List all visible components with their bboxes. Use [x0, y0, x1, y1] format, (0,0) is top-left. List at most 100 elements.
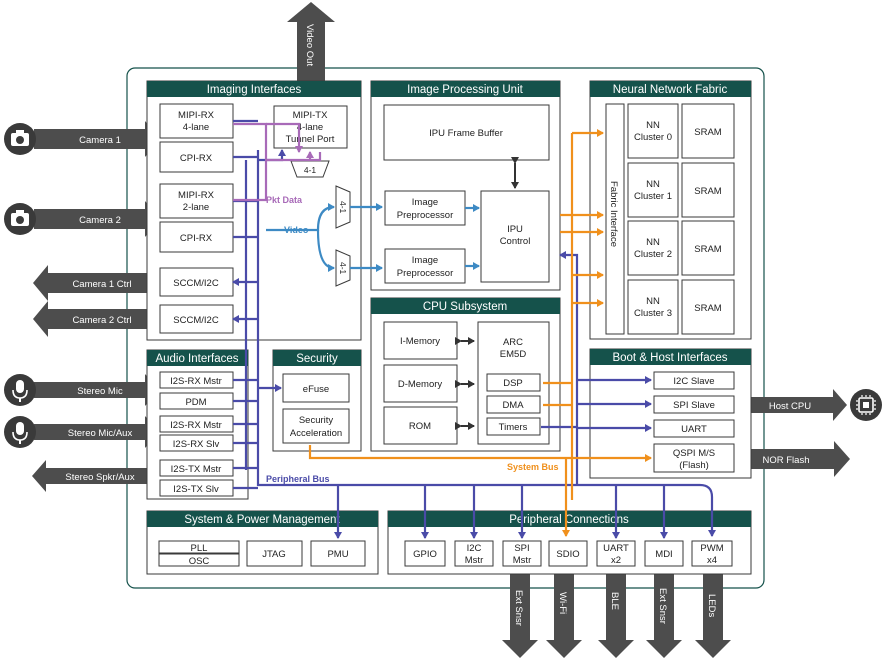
- stereo-mic-aux-arrow: Stereo Mic/Aux: [34, 416, 159, 448]
- dma-label: DMA: [502, 400, 524, 411]
- mipi-rx-4lane-line2: 4-lane: [183, 122, 209, 133]
- sdio-label: SDIO: [556, 549, 579, 560]
- sram-2-block: [681, 220, 735, 276]
- nn-cluster-1-line1: NN: [646, 179, 660, 190]
- pwm-x4-block: [691, 540, 733, 567]
- video-to-mux-a: [266, 203, 335, 232]
- ipu-control-block: [480, 190, 550, 283]
- pkt-data-path: [233, 122, 268, 202]
- sysbus-to-qspi: [308, 445, 652, 462]
- arc-em5d-line2: EM5D: [500, 349, 527, 360]
- mdi-label: MDI: [655, 549, 672, 560]
- i2c-slave-block: [653, 371, 735, 390]
- host-cpu-arrow: Host CPU: [732, 389, 847, 421]
- system-bus-label: System Bus: [507, 462, 559, 472]
- ipu-control-line2: Control: [500, 236, 531, 247]
- camera-icon: [4, 203, 36, 235]
- camera1-ctrl-label: Camera 1 Ctrl: [72, 279, 131, 290]
- ext-snsr-1-arrow: Ext Snsr: [502, 568, 538, 658]
- camera1-label: Camera 1: [79, 135, 121, 146]
- security-acceleration-line1: Security: [299, 415, 334, 426]
- i2s-rx-mstr-2-label: I2S-RX Mstr: [170, 420, 222, 431]
- cpu-chip-icon: [850, 389, 882, 421]
- wifi-label: Wi-Fi: [557, 592, 568, 614]
- sram-2-label: SRAM: [694, 244, 722, 255]
- jtag-block: [246, 540, 303, 567]
- nn-cluster-2-line1: NN: [646, 237, 660, 248]
- jtag-label: JTAG: [262, 549, 286, 560]
- audio-interfaces-title: Audio Interfaces: [155, 353, 238, 365]
- camera1-arrow: Camera 1: [34, 121, 160, 157]
- nor-flash-label: NOR Flash: [763, 455, 810, 466]
- image-preprocessor-2-block: [384, 248, 466, 284]
- stereo-spkr-aux-arrow: Stereo Spkr/Aux: [32, 460, 160, 492]
- pkt-data-to-mux: [266, 122, 303, 153]
- image-preprocessor-1-line1: Image: [412, 197, 438, 208]
- pmu-block: [310, 540, 366, 567]
- microphone-icon: [4, 374, 36, 406]
- timers-block: [486, 417, 541, 436]
- video-label: Video: [284, 225, 309, 235]
- pll-label: PLL: [191, 543, 208, 554]
- power-title: System & Power Management: [184, 514, 340, 526]
- uart-x2-line2: x2: [611, 555, 621, 566]
- i2s-tx-mstr-label: I2S-TX Mstr: [171, 464, 222, 475]
- efuse-label: eFuse: [303, 384, 329, 395]
- i-memory-label: I-Memory: [400, 336, 440, 347]
- osc-label: OSC: [189, 556, 210, 567]
- video-out-arrow: Video Out: [287, 2, 335, 106]
- ipu-frame-buffer-label: IPU Frame Buffer: [429, 128, 503, 139]
- cpu-subsystem-title: CPU Subsystem: [423, 301, 507, 313]
- sram-0-block: [681, 103, 735, 159]
- nn-cluster-3-line2: Cluster 3: [634, 308, 672, 319]
- uart-label: UART: [681, 424, 707, 435]
- microphone-icon: [4, 416, 36, 448]
- ble-label: BLE: [609, 592, 620, 610]
- cpi-rx-a-label: CPI-RX: [180, 153, 213, 164]
- gpio-block: [404, 540, 446, 567]
- sram-0-label: SRAM: [694, 127, 722, 138]
- peripheral-bus-label: Peripheral Bus: [266, 474, 330, 484]
- ext-snsr-2-arrow: Ext Snsr: [646, 568, 682, 658]
- ble-arrow: BLE: [598, 568, 634, 658]
- uart-x2-block: [596, 540, 636, 567]
- ipu-frame-buffer-block: [383, 104, 550, 161]
- mux-top-label: 4-1: [304, 165, 317, 175]
- d-memory-label: D-Memory: [398, 379, 443, 390]
- spi-slave-label: SPI Slave: [673, 400, 715, 411]
- bus-to-ipu-control: [559, 251, 579, 485]
- nn-cluster-0-block: [627, 103, 679, 159]
- ipu-control-line1: IPU: [507, 224, 523, 235]
- timers-label: Timers: [499, 422, 528, 433]
- pdm-label: PDM: [185, 397, 206, 408]
- image-preprocessor-2-line1: Image: [412, 255, 438, 266]
- wifi-arrow: Wi-Fi: [546, 568, 582, 658]
- mux-a-label: 4-1: [338, 201, 348, 214]
- sram-1-label: SRAM: [694, 186, 722, 197]
- qspi-line2: (Flash): [679, 460, 709, 471]
- mipi-rx-4lane-line1: MIPI-RX: [178, 110, 215, 121]
- video-to-mux-b: [316, 229, 335, 272]
- i2s-rx-mstr-1-label: I2S-RX Mstr: [170, 376, 222, 387]
- i2s-tx-slv-label: I2S-TX Slv: [173, 484, 219, 495]
- spi-mstr-line1: SPI: [514, 543, 529, 554]
- mux-b-label: 4-1: [338, 262, 348, 275]
- i-memory-block: [383, 321, 458, 360]
- rom-label: ROM: [409, 421, 431, 432]
- i2c-mstr-block: [454, 540, 494, 567]
- mipi-tx-line3: Tunnel Port: [286, 134, 335, 145]
- mux-b: [335, 249, 351, 287]
- nn-cluster-1-block: [627, 162, 679, 218]
- camera-icon: [4, 123, 36, 155]
- peripheral-bus-main: [256, 150, 716, 537]
- pwm-x4-line1: PWM: [700, 543, 723, 554]
- ipu-title: Image Processing Unit: [407, 84, 523, 96]
- sram-3-block: [681, 279, 735, 335]
- image-preprocessor-1-block: [384, 190, 466, 226]
- nn-fabric-title: Neural Network Fabric: [613, 84, 728, 96]
- sdio-block: [548, 540, 588, 567]
- stereo-mic-aux-label: Stereo Mic/Aux: [68, 428, 133, 439]
- camera1-ctrl-arrow: Camera 1 Ctrl: [33, 265, 160, 301]
- fabric-interface-label: Fabric Interface: [608, 181, 619, 247]
